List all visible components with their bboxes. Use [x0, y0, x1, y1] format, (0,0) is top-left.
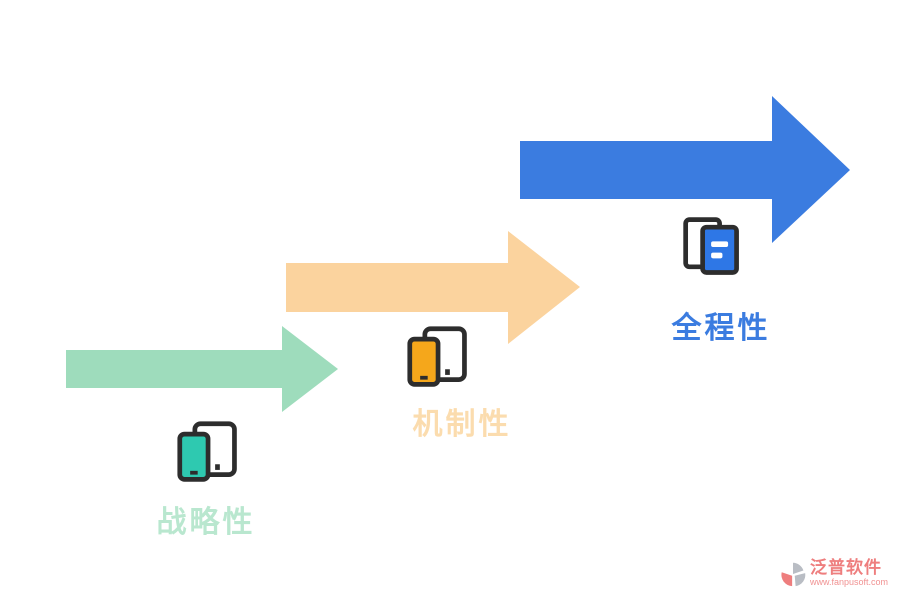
arrow-step-3	[520, 96, 850, 243]
document-text-line	[711, 241, 729, 247]
fanpu-logo-icon	[781, 563, 806, 587]
logo-website-text: www.fanpusoft.com	[809, 577, 888, 588]
logo-wedge-gray-2	[794, 573, 806, 587]
tablet-phone-icon	[407, 326, 467, 387]
tablet-phone-icon	[177, 421, 237, 482]
step-label-mechanism: 机制性	[412, 408, 512, 441]
logo-wedge-pink	[781, 572, 793, 587]
documents-icon	[683, 217, 739, 275]
device-front-screen	[407, 336, 441, 387]
arrow-step-2	[286, 231, 580, 344]
document-front-page	[700, 224, 739, 275]
step-label-strategic: 战略性	[156, 506, 256, 539]
logo-wedge-gray	[792, 563, 804, 575]
device-front-screen	[177, 431, 211, 482]
logo-brand-text: 泛普软件	[809, 558, 882, 578]
brand-watermark: 泛普软件 www.fanpusoft.com	[780, 559, 888, 588]
arrow-step-1	[66, 326, 338, 412]
document-text-line	[711, 252, 723, 259]
step-label-whole: 全程性	[671, 312, 771, 345]
